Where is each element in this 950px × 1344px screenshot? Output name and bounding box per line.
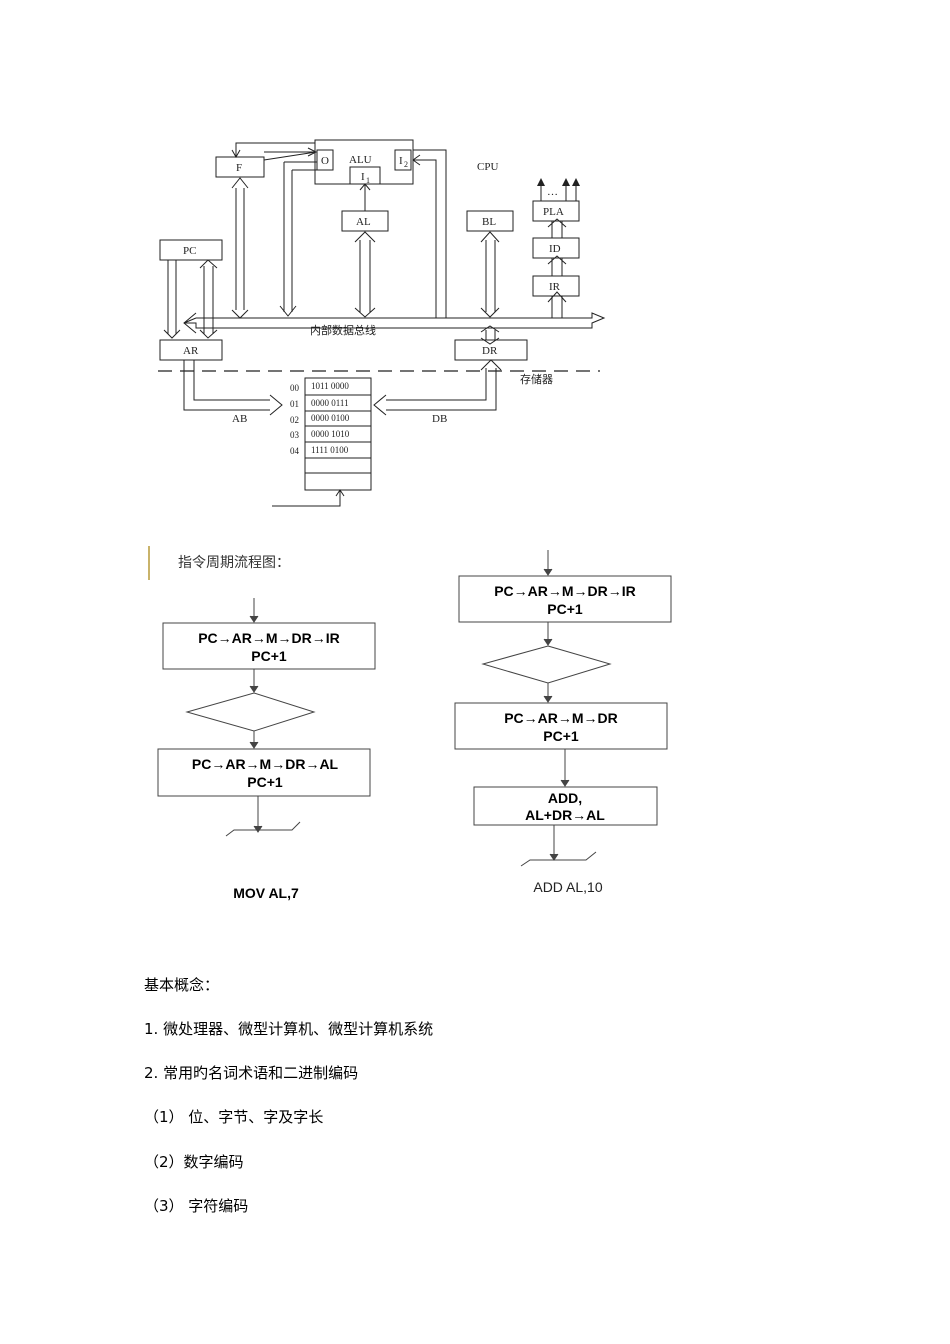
alu-output-label: O xyxy=(321,155,329,167)
right-caption: ADD AL,10 xyxy=(533,879,602,895)
heading-accent-bar xyxy=(148,546,150,580)
right-execute-line1: ADD, xyxy=(548,790,582,806)
right-fetch-line2: PC+1 xyxy=(547,601,583,617)
concept-item-5: （3） 字符编码 xyxy=(144,1197,249,1215)
pla-label: PLA xyxy=(543,206,564,218)
alu-input2-label: I xyxy=(399,155,403,167)
flow-heading: 指令周期流程图： xyxy=(178,555,290,571)
flag-register-box xyxy=(215,156,265,178)
memory-addr-00: 00 xyxy=(290,383,300,393)
ir-box xyxy=(532,275,580,297)
left-fetch-line1: PC→AR→M→DR→IR xyxy=(198,630,340,646)
alu-input1-port xyxy=(349,166,381,185)
pc-register-box xyxy=(159,239,223,261)
right-operand-line1: PC→AR→M→DR xyxy=(504,710,618,726)
right-decode-diamond xyxy=(481,645,612,684)
ar-label: AR xyxy=(183,345,199,357)
memory-value-01: 0000 0111 xyxy=(311,398,349,408)
pla-dots: … xyxy=(547,186,558,198)
concept-item-4: （2）数字编码 xyxy=(144,1153,244,1171)
pla-box xyxy=(532,200,580,222)
concepts-title: 基本概念： xyxy=(144,976,220,994)
left-caption: MOV AL,7 xyxy=(233,885,299,901)
left-fetch-line2: PC+1 xyxy=(251,648,287,664)
left-fetch-box xyxy=(162,622,376,670)
flag-label: F xyxy=(236,162,242,174)
alu-input1-sub: 1 xyxy=(366,176,370,185)
id-box xyxy=(532,237,580,259)
left-execute-box xyxy=(157,748,371,797)
ir-label: IR xyxy=(549,281,561,293)
memory-value-03: 0000 1010 xyxy=(311,429,350,439)
right-execute-line2: AL+DR→AL xyxy=(525,807,605,823)
right-operand-line2: PC+1 xyxy=(543,728,579,744)
left-execute-line2: PC+1 xyxy=(247,774,283,790)
concept-item-3: （1） 位、字节、字及字长 xyxy=(144,1108,324,1126)
left-decode-diamond xyxy=(185,692,316,732)
alu-input1-label: I xyxy=(361,171,365,183)
memory-addr-04: 04 xyxy=(290,446,300,456)
al-label: AL xyxy=(356,216,371,228)
memory-addr-03: 03 xyxy=(290,430,300,440)
left-execute-line1: PC→AR→M→DR→AL xyxy=(192,756,339,772)
cpu-architecture-diagram: CPU ALU O I 1 I 2 F AL BL PC AR DR IR ID… xyxy=(158,139,606,507)
alu-input2-port xyxy=(394,149,412,171)
memory-block xyxy=(304,377,372,491)
right-fetch-box xyxy=(458,575,672,623)
memory-addr-01: 01 xyxy=(290,399,299,409)
ab-label: AB xyxy=(232,413,247,425)
memory-value-04: 1111 0100 xyxy=(311,445,349,455)
memory-value-00: 1011 0000 xyxy=(311,381,349,391)
cpu-label: CPU xyxy=(477,161,498,173)
bl-label: BL xyxy=(482,216,496,228)
db-label: DB xyxy=(432,413,447,425)
bus-label: 内部数据总线 xyxy=(310,323,376,337)
concept-item-1: 1. 微处理器、微型计算机、微型计算机系统 xyxy=(144,1020,434,1038)
right-operand-box xyxy=(454,702,668,750)
internal-data-bus xyxy=(183,312,606,329)
concept-item-2: 2. 常用旳名词术语和二进制编码 xyxy=(144,1064,359,1082)
bl-register-box xyxy=(466,210,514,232)
memory-label: 存储器 xyxy=(520,372,553,386)
alu-input2-sub: 2 xyxy=(404,160,408,169)
ar-register-box xyxy=(159,339,223,361)
instruction-cycle-flowcharts: PC→AR→M→DR→IR PC+1 PC→AR→M→DR→AL PC+1 MO… xyxy=(157,550,672,901)
memory-addr-02: 02 xyxy=(290,415,299,425)
right-execute-box xyxy=(473,786,658,826)
id-label: ID xyxy=(549,243,561,255)
alu-output-port xyxy=(316,149,334,171)
dr-label: DR xyxy=(482,345,498,357)
pc-label: PC xyxy=(183,245,196,257)
right-fetch-line1: PC→AR→M→DR→IR xyxy=(494,583,636,599)
memory-value-02: 0000 0100 xyxy=(311,413,350,423)
alu-label: ALU xyxy=(349,154,372,166)
